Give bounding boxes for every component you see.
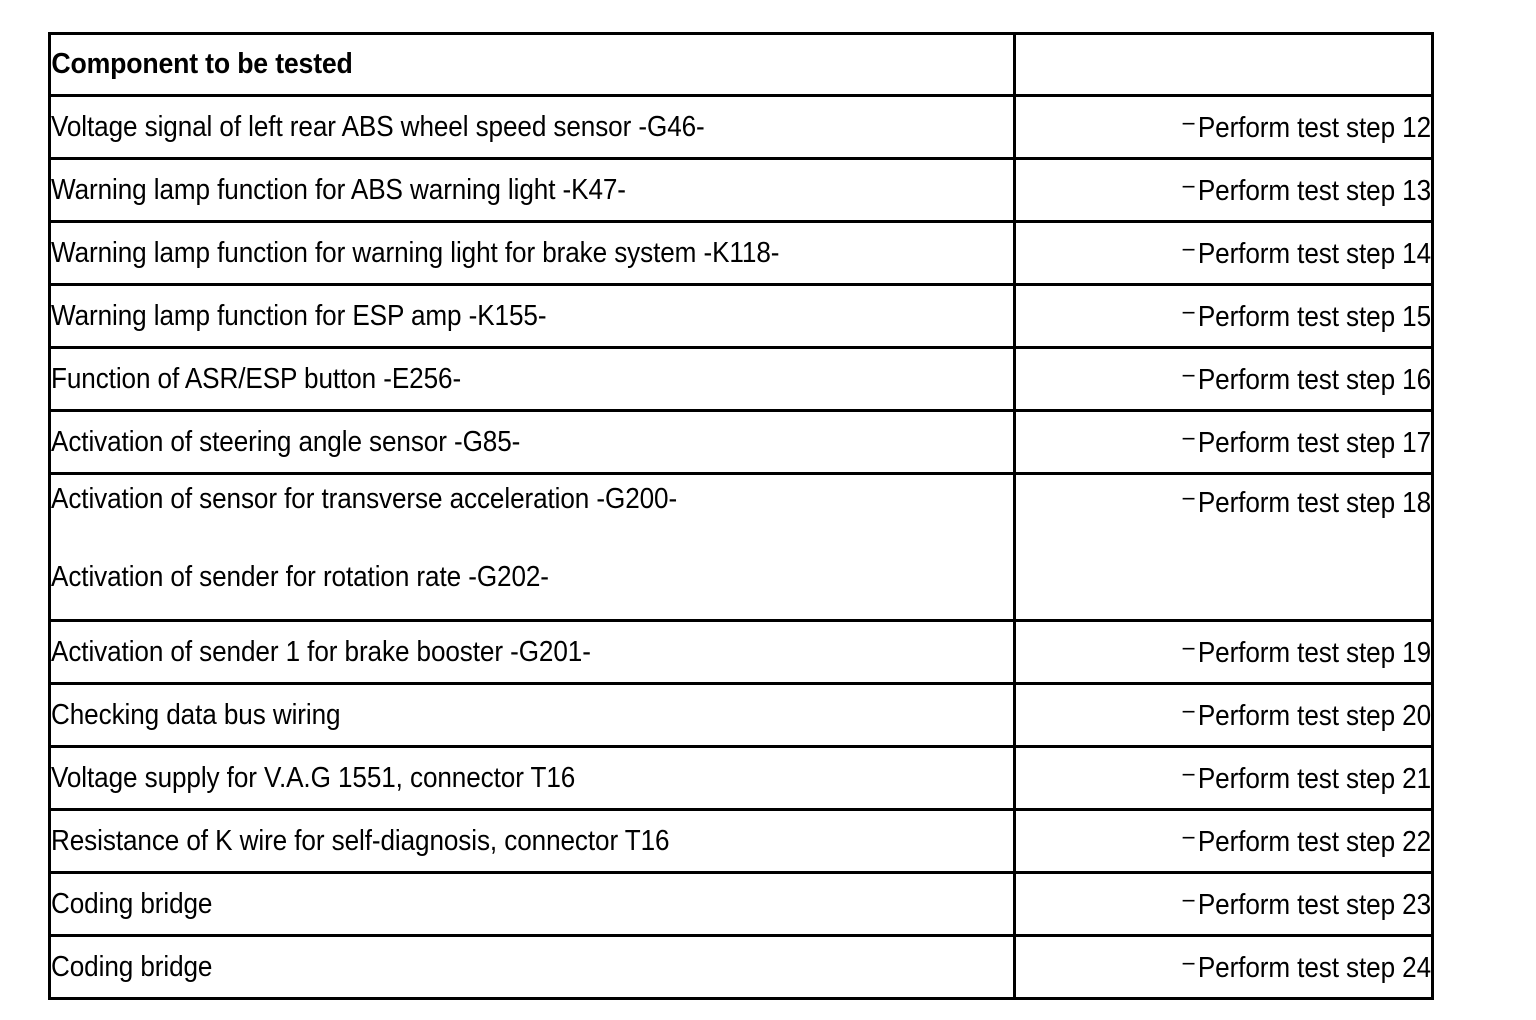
bullet-dash-icon: –	[1182, 423, 1195, 451]
bullet-dash-icon: –	[1182, 885, 1195, 913]
test-step-text: –Perform test step 22	[1182, 822, 1432, 859]
cell-component: Activation of steering angle sensor -G85…	[48, 409, 1016, 475]
test-step-label: Perform test step 13	[1197, 174, 1431, 207]
cell-component: Warning lamp function for ESP amp -K155-	[48, 283, 1016, 349]
table-row: Activation of sender 1 for brake booster…	[48, 619, 1434, 685]
cell-test-step: –Perform test step 14	[1013, 220, 1434, 286]
cell-test-step: –Perform test step 18	[1013, 472, 1434, 622]
component-test-table: Component to be tested Voltage signal of…	[48, 32, 1434, 1000]
test-step-label: Perform test step 14	[1197, 237, 1431, 270]
component-text: Coding bridge	[51, 887, 213, 920]
component-text: Checking data bus wiring	[51, 698, 341, 731]
cell-test-step: –Perform test step 16	[1013, 346, 1434, 412]
bullet-dash-icon: –	[1182, 633, 1195, 661]
table-body: Voltage signal of left rear ABS wheel sp…	[48, 94, 1434, 1000]
test-step-label: Perform test step 24	[1197, 951, 1431, 984]
cell-test-step: –Perform test step 12	[1013, 94, 1434, 160]
test-step-text: –Perform test step 17	[1182, 423, 1432, 460]
table-row: Activation of sensor for transverse acce…	[48, 472, 1434, 622]
component-text: Warning lamp function for warning light …	[51, 236, 780, 269]
test-step-label: Perform test step 21	[1197, 762, 1431, 795]
cell-component: Activation of sensor for transverse acce…	[48, 472, 1016, 622]
component-text: Voltage supply for V.A.G 1551, connector…	[51, 761, 576, 794]
cell-component: Warning lamp function for ABS warning li…	[48, 157, 1016, 223]
test-step-text: –Perform test step 12	[1182, 108, 1432, 145]
bullet-dash-icon: –	[1182, 484, 1195, 511]
cell-test-step: –Perform test step 15	[1013, 283, 1434, 349]
bullet-dash-icon: –	[1182, 108, 1195, 136]
component-text: Coding bridge	[51, 950, 213, 983]
column-header-step	[1013, 32, 1434, 97]
table-row: Activation of steering angle sensor -G85…	[48, 409, 1434, 475]
test-step-label: Perform test step 19	[1197, 636, 1431, 669]
cell-test-step: –Perform test step 22	[1013, 808, 1434, 874]
test-step-label: Perform test step 17	[1197, 426, 1431, 459]
component-text: Voltage signal of left rear ABS wheel sp…	[51, 110, 705, 143]
test-step-label: Perform test step 16	[1197, 363, 1431, 396]
component-text: Function of ASR/ESP button -E256-	[51, 362, 462, 395]
cell-component: Voltage signal of left rear ABS wheel sp…	[48, 94, 1016, 160]
cell-component: Coding bridge	[48, 871, 1016, 937]
cell-component: Coding bridge	[48, 934, 1016, 1000]
cell-test-step: –Perform test step 17	[1013, 409, 1434, 475]
test-step-text: –Perform test step 20	[1182, 696, 1432, 733]
test-step-label: Perform test step 18	[1197, 487, 1431, 520]
cell-component: Voltage supply for V.A.G 1551, connector…	[48, 745, 1016, 811]
table-header-row: Component to be tested	[48, 32, 1434, 97]
test-step-text: –Perform test step 24	[1182, 948, 1432, 985]
cell-component: Function of ASR/ESP button -E256-	[48, 346, 1016, 412]
cell-test-step: –Perform test step 24	[1013, 934, 1434, 1000]
cell-test-step: –Perform test step 20	[1013, 682, 1434, 748]
component-text: Warning lamp function for ESP amp -K155-	[51, 299, 547, 332]
test-step-text: –Perform test step 13	[1182, 171, 1432, 208]
cell-component: Warning lamp function for warning light …	[48, 220, 1016, 286]
component-text: Activation of sender for rotation rate -…	[51, 561, 549, 594]
component-text: Activation of sender 1 for brake booster…	[51, 635, 591, 668]
table-row: Warning lamp function for warning light …	[48, 220, 1434, 286]
test-step-label: Perform test step 23	[1197, 888, 1431, 921]
column-header-component: Component to be tested	[48, 32, 939, 97]
cell-test-step: –Perform test step 23	[1013, 871, 1434, 937]
test-step-text: –Perform test step 15	[1182, 297, 1432, 334]
test-step-text: –Perform test step 19	[1182, 633, 1432, 670]
cell-test-step: –Perform test step 21	[1013, 745, 1434, 811]
bullet-dash-icon: –	[1182, 696, 1195, 724]
component-text: Activation of sensor for transverse acce…	[51, 483, 678, 515]
test-step-text: –Perform test step 21	[1182, 759, 1432, 796]
test-step-text: –Perform test step 16	[1182, 360, 1432, 397]
cell-component: Resistance of K wire for self-diagnosis,…	[48, 808, 1016, 874]
bullet-dash-icon: –	[1182, 360, 1195, 388]
table-row: Resistance of K wire for self-diagnosis,…	[48, 808, 1434, 874]
table-row: Coding bridge –Perform test step 23	[48, 871, 1434, 937]
table-row: Coding bridge –Perform test step 24	[48, 934, 1434, 1000]
table-row: Warning lamp function for ABS warning li…	[48, 157, 1434, 223]
test-step-label: Perform test step 15	[1197, 300, 1431, 333]
table-row: Warning lamp function for ESP amp -K155-…	[48, 283, 1434, 349]
test-step-label: Perform test step 22	[1197, 825, 1431, 858]
cell-test-step: –Perform test step 19	[1013, 619, 1434, 685]
component-text: Warning lamp function for ABS warning li…	[51, 173, 626, 206]
cell-test-step: –Perform test step 13	[1013, 157, 1434, 223]
bullet-dash-icon: –	[1182, 822, 1195, 850]
table-head: Component to be tested	[48, 32, 1434, 97]
bullet-dash-icon: –	[1182, 759, 1195, 787]
test-step-label: Perform test step 12	[1197, 111, 1431, 144]
cell-component: Checking data bus wiring	[48, 682, 1016, 748]
component-text: Resistance of K wire for self-diagnosis,…	[51, 824, 670, 857]
test-step-text: –Perform test step 14	[1182, 234, 1432, 271]
test-step-text: –Perform test step 23	[1182, 885, 1432, 922]
bullet-dash-icon: –	[1182, 234, 1195, 262]
bullet-dash-icon: –	[1182, 948, 1195, 976]
component-text: Activation of steering angle sensor -G85…	[51, 425, 521, 458]
bullet-dash-icon: –	[1182, 297, 1195, 325]
table-row: Voltage supply for V.A.G 1551, connector…	[48, 745, 1434, 811]
test-step-text: –Perform test step 18	[1182, 484, 1432, 520]
table-row: Function of ASR/ESP button -E256- –Perfor…	[48, 346, 1434, 412]
bullet-dash-icon: –	[1182, 171, 1195, 199]
cell-component: Activation of sender 1 for brake booster…	[48, 619, 1016, 685]
test-step-label: Perform test step 20	[1197, 699, 1431, 732]
table-row: Voltage signal of left rear ABS wheel sp…	[48, 94, 1434, 160]
table-row: Checking data bus wiring –Perform test st…	[48, 682, 1434, 748]
